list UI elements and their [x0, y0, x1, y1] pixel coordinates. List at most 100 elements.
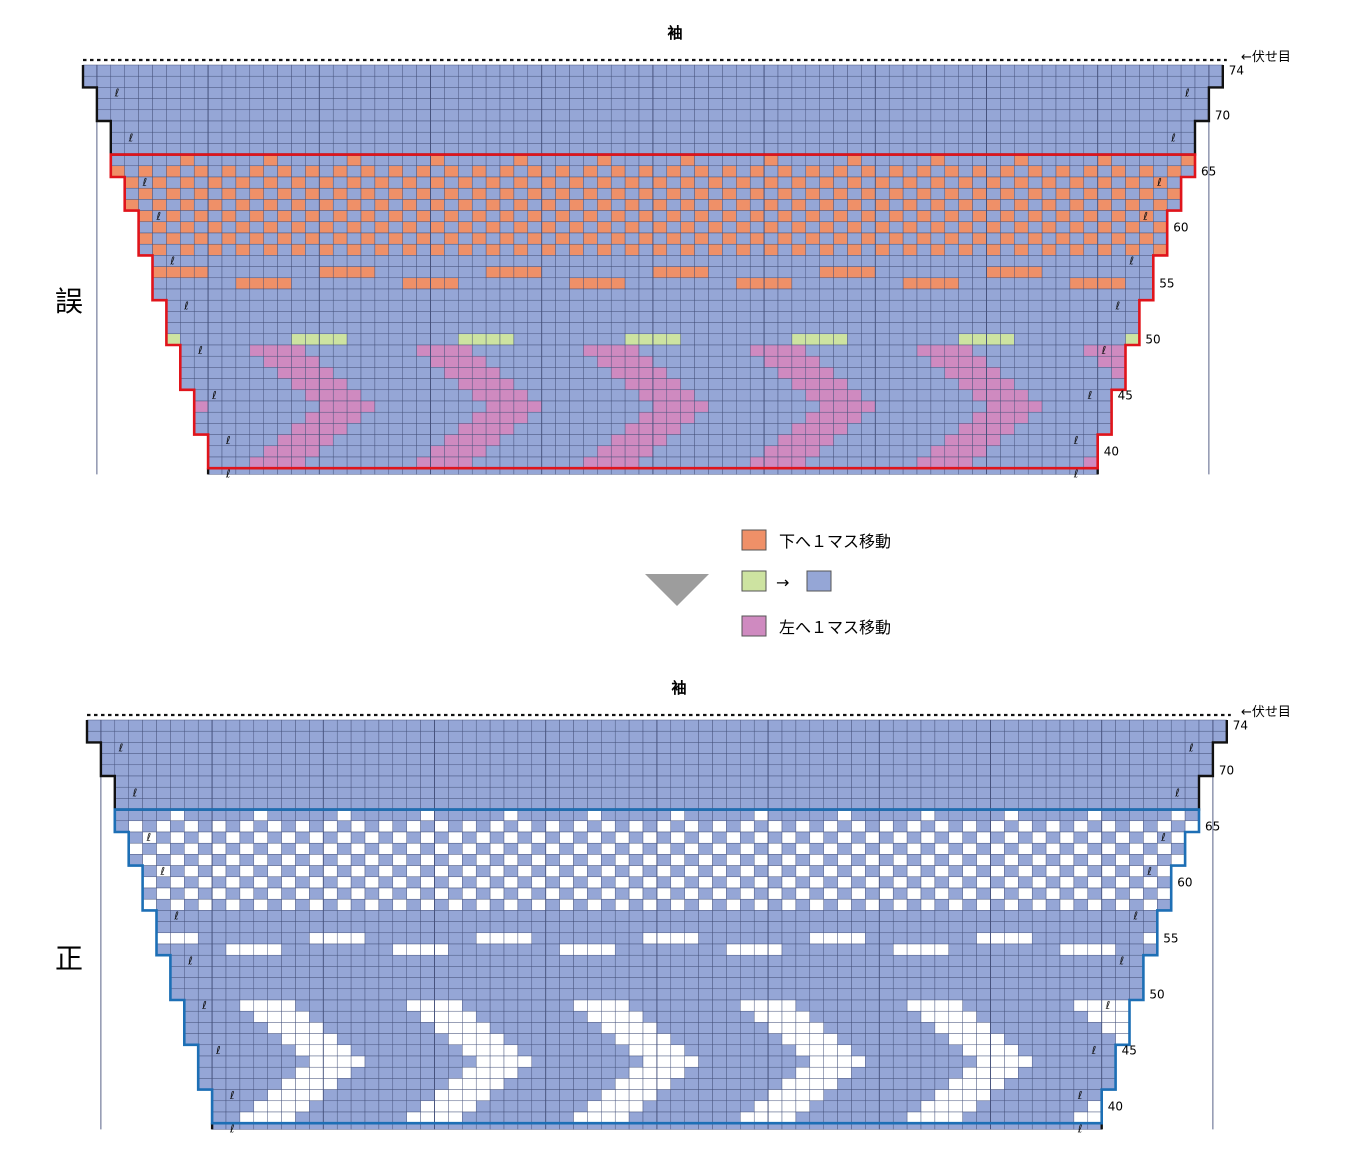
- stitch-cell: [810, 843, 824, 854]
- stitch-cell: [810, 978, 824, 989]
- stitch-cell: [170, 866, 184, 877]
- stitch-cell: [945, 457, 959, 468]
- stitch-cell: [1070, 334, 1084, 345]
- stitch-cell: [1032, 720, 1046, 731]
- stitch-cell: [212, 944, 226, 955]
- stitch-cell: [347, 401, 361, 412]
- stitch-cell: [296, 944, 310, 955]
- stitch-cell: [514, 379, 528, 390]
- stitch-cell: [838, 821, 852, 832]
- stitch-cell: [685, 854, 699, 865]
- stitch-cell: [1153, 121, 1167, 132]
- stitch-cell: [570, 345, 584, 356]
- stitch-cell: [476, 1045, 490, 1056]
- stitch-cell: [768, 787, 782, 798]
- stitch-cell: [139, 143, 153, 154]
- stitch-cell: [1074, 944, 1088, 955]
- stitch-cell: [500, 143, 514, 154]
- stitch-cell: [893, 866, 907, 877]
- stitch-cell: [490, 910, 504, 921]
- stitch-cell: [1084, 423, 1098, 434]
- stitch-cell: [907, 877, 921, 888]
- stitch-cell: [921, 776, 935, 787]
- stitch-cell: [417, 99, 431, 110]
- stitch-cell: [681, 132, 695, 143]
- stitch-cell: [695, 166, 709, 177]
- stitch-cell: [1028, 222, 1042, 233]
- stitch-cell: [1070, 390, 1084, 401]
- stitch-cell: [305, 177, 319, 188]
- stitch-cell: [639, 110, 653, 121]
- stitch-cell: [838, 810, 852, 821]
- stitch-cell: [170, 776, 184, 787]
- stitch-cell: [907, 810, 921, 821]
- stitch-cell: [389, 166, 403, 177]
- stitch-cell: [125, 188, 139, 199]
- stitch-cell: [486, 457, 500, 468]
- stitch-cell: [431, 379, 445, 390]
- stitch-cell: [615, 933, 629, 944]
- stitch-cell: [903, 379, 917, 390]
- stitch-cell: [810, 899, 824, 910]
- stitch-cell: [462, 720, 476, 731]
- stitch-cell: [389, 76, 403, 87]
- stitch-cell: [1185, 798, 1199, 809]
- stitch-cell: [1000, 423, 1014, 434]
- stitch-cell: [500, 233, 514, 244]
- stitch-cell: [490, 899, 504, 910]
- stitch-cell: [347, 300, 361, 311]
- stitch-cell: [236, 211, 250, 222]
- stitch-cell: [407, 742, 421, 753]
- stitch-cell: [667, 255, 681, 266]
- stitch-cell: [754, 787, 768, 798]
- stitch-cell: [1084, 155, 1098, 166]
- stitch-cell: [486, 323, 500, 334]
- stitch-cell: [820, 233, 834, 244]
- stitch-cell: [97, 76, 111, 87]
- stitch-cell: [1004, 1000, 1018, 1011]
- stitch-cell: [861, 323, 875, 334]
- stitch-cell: [514, 311, 528, 322]
- stitch-cell: [1070, 267, 1084, 278]
- stitch-cell: [601, 787, 615, 798]
- stitch-cell: [542, 233, 556, 244]
- stitch-cell: [875, 356, 889, 367]
- stitch-cell: [486, 110, 500, 121]
- stitch-cell: [629, 720, 643, 731]
- stitch-cell: [143, 765, 157, 776]
- stitch-cell: [806, 199, 820, 210]
- stitch-cell: [778, 334, 792, 345]
- stitch-cell: [226, 731, 240, 742]
- stitch-cell: [699, 1045, 713, 1056]
- stitch-cell: [361, 65, 375, 76]
- stitch-cell: [514, 356, 528, 367]
- stitch-cell: [643, 922, 657, 933]
- stitch-cell: [1028, 110, 1042, 121]
- stitch-cell: [546, 821, 560, 832]
- stitch-cell: [713, 1000, 727, 1011]
- stitch-cell: [949, 944, 963, 955]
- stitch-cell: [323, 720, 337, 731]
- stitch-cell: [518, 776, 532, 787]
- stitch-cell: [444, 289, 458, 300]
- stitch-cell: [212, 720, 226, 731]
- stitch-cell: [379, 955, 393, 966]
- stitch-cell: [1126, 278, 1140, 289]
- stitch-cell: [435, 877, 449, 888]
- stitch-cell: [736, 188, 750, 199]
- stitch-cell: [838, 787, 852, 798]
- stitch-cell: [184, 798, 198, 809]
- stitch-cell: [861, 401, 875, 412]
- stitch-cell: [1102, 810, 1116, 821]
- stitch-cell: [824, 989, 838, 1000]
- stitch-cell: [959, 143, 973, 154]
- stitch-cell: [194, 300, 208, 311]
- stitch-cell: [625, 132, 639, 143]
- stitch-cell: [1084, 356, 1098, 367]
- stitch-cell: [546, 1034, 560, 1045]
- stitch-cell: [407, 966, 421, 977]
- stitch-cell: [170, 765, 184, 776]
- stitch-cell: [907, 1000, 921, 1011]
- stitch-cell: [486, 87, 500, 98]
- stitch-cell: [699, 798, 713, 809]
